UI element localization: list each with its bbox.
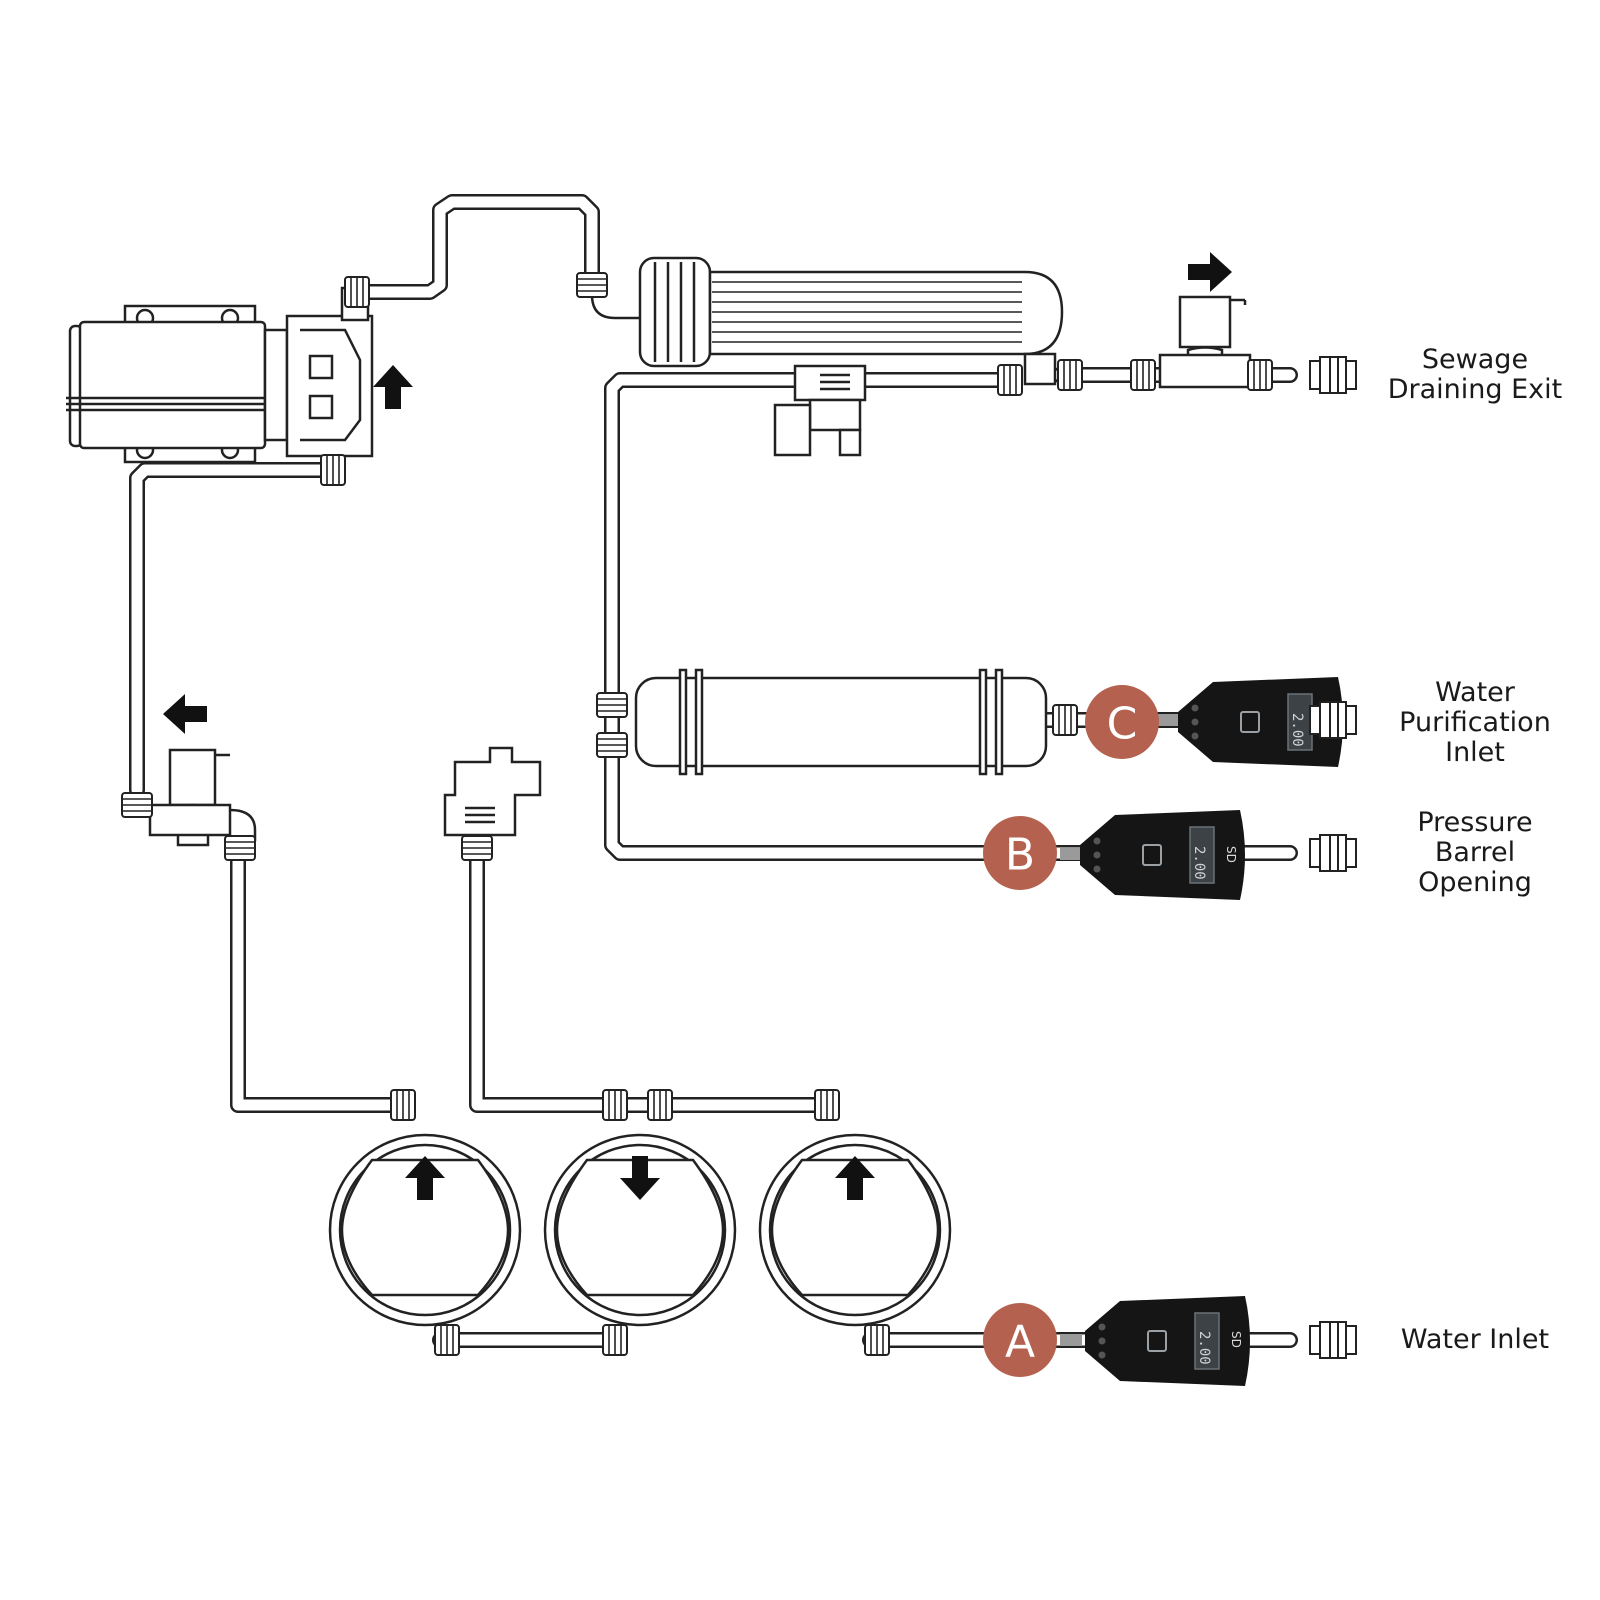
filter2-fitting-a (602, 1089, 628, 1121)
pump-outlet-fitting (344, 276, 370, 308)
wastewater-solenoid-valve (1158, 295, 1252, 389)
post-filter-cartridge (634, 668, 1048, 776)
svg-text:2.00: 2.00 (1289, 713, 1305, 747)
drain-fitting (997, 364, 1023, 396)
flow-meter-a: 2.00 SD (1060, 1295, 1251, 1387)
svg-text:2.00: 2.00 (1191, 846, 1207, 880)
inlet-valve-fitting (121, 792, 153, 818)
pressure-barrel-end-fitting (1309, 834, 1357, 872)
inlet-solenoid-valve (148, 748, 257, 847)
membrane-inlet-fitting (576, 272, 608, 298)
svg-text:A: A (1005, 1317, 1035, 1368)
filter3-outlet-fitting (814, 1089, 840, 1121)
arrow-up-icon (373, 365, 413, 409)
sewage-end-fitting (1309, 356, 1357, 394)
water-purification-inlet-label: Water Purification Inlet (1399, 677, 1551, 768)
flow-meter-b: 2.00 SD (1060, 809, 1246, 901)
arrow-right-icon (1188, 252, 1232, 292)
tank-tee-fitting-bottom (596, 732, 628, 758)
filter1-inlet-fitting (434, 1324, 460, 1356)
pump-inlet-fitting (320, 454, 346, 486)
pressure-barrel-opening-label: Pressure Barrel Opening (1417, 807, 1533, 898)
water-inlet-end-fitting (1309, 1321, 1357, 1359)
booster-pump (66, 286, 374, 464)
svg-text:C: C (1107, 699, 1138, 750)
pressure-switch-fitting (461, 835, 493, 861)
sewage-draining-exit-label: Sewage Draining Exit (1387, 344, 1563, 405)
inlet-valve-outlet-fitting (224, 835, 256, 861)
water-inlet-label: Water Inlet (1400, 1324, 1550, 1355)
tank-tee-fitting-top (596, 692, 628, 718)
arrow-left-icon (163, 694, 207, 734)
badge-c: C (1085, 685, 1159, 759)
tank-outlet-fitting (1052, 704, 1078, 736)
badge-b: B (983, 816, 1057, 890)
filter2-fitting-b (647, 1089, 673, 1121)
pipes (129, 194, 1298, 1348)
wastewater-valve-fitting (1130, 359, 1156, 391)
svg-text:2.00: 2.00 (1196, 1331, 1212, 1365)
filter2-bottom-fitting (602, 1324, 628, 1356)
svg-text:SD: SD (1224, 846, 1238, 863)
svg-text:B: B (1005, 830, 1035, 881)
flush-valve (773, 364, 867, 457)
badge-a: A (983, 1303, 1057, 1377)
filter3-inlet-fitting (864, 1324, 890, 1356)
filter-canisters (328, 1133, 952, 1327)
purification-end-fitting (1309, 701, 1357, 739)
filter1-outlet-fitting (390, 1089, 416, 1121)
drain-fitting-2 (1057, 359, 1083, 391)
wastewater-valve-fitting-2 (1247, 359, 1273, 391)
svg-text:SD: SD (1229, 1331, 1243, 1348)
pressure-switch (443, 746, 542, 837)
ro-membrane-housing (590, 256, 1064, 386)
